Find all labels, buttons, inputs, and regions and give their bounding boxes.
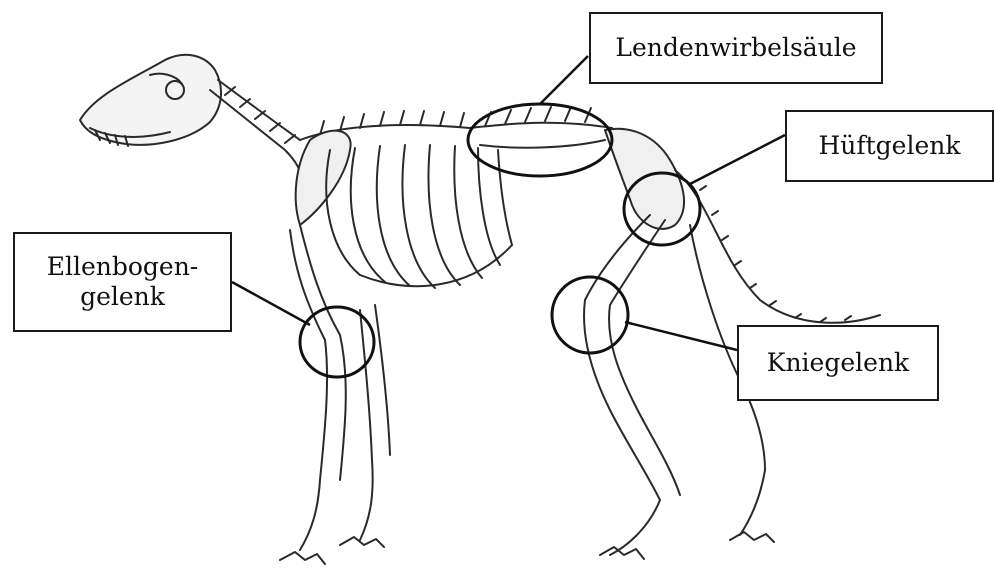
hueftgelenk-label: Hüftgelenk: [785, 110, 994, 182]
ellenbogengelenk-text-line1: Ellenbogen-: [47, 252, 199, 282]
elbow-leader-line: [232, 282, 310, 325]
lumbar-leader-line: [540, 56, 588, 104]
hip-leader-line: [690, 135, 785, 184]
front-legs: [280, 225, 390, 564]
lendenwirbelsaeule-label: Lendenwirbelsäule: [589, 12, 883, 84]
kniegelenk-label: Kniegelenk: [737, 325, 939, 401]
lendenwirbelsaeule-text: Lendenwirbelsäule: [615, 33, 856, 63]
ribcage: [326, 145, 512, 288]
knee-joint-highlight-circle: [552, 277, 628, 353]
hueftgelenk-text: Hüftgelenk: [818, 131, 960, 161]
kniegelenk-text: Kniegelenk: [767, 348, 909, 378]
ellenbogengelenk-text-line2: gelenk: [80, 282, 165, 312]
cervical-vertebrae: [210, 80, 302, 190]
tail: [675, 170, 880, 323]
ellenbogengelenk-label: Ellenbogen- gelenk: [13, 232, 232, 332]
scapula: [296, 131, 351, 225]
skull: [80, 55, 221, 146]
lumbar-highlight-circle: [468, 104, 612, 176]
pelvis: [605, 129, 684, 229]
